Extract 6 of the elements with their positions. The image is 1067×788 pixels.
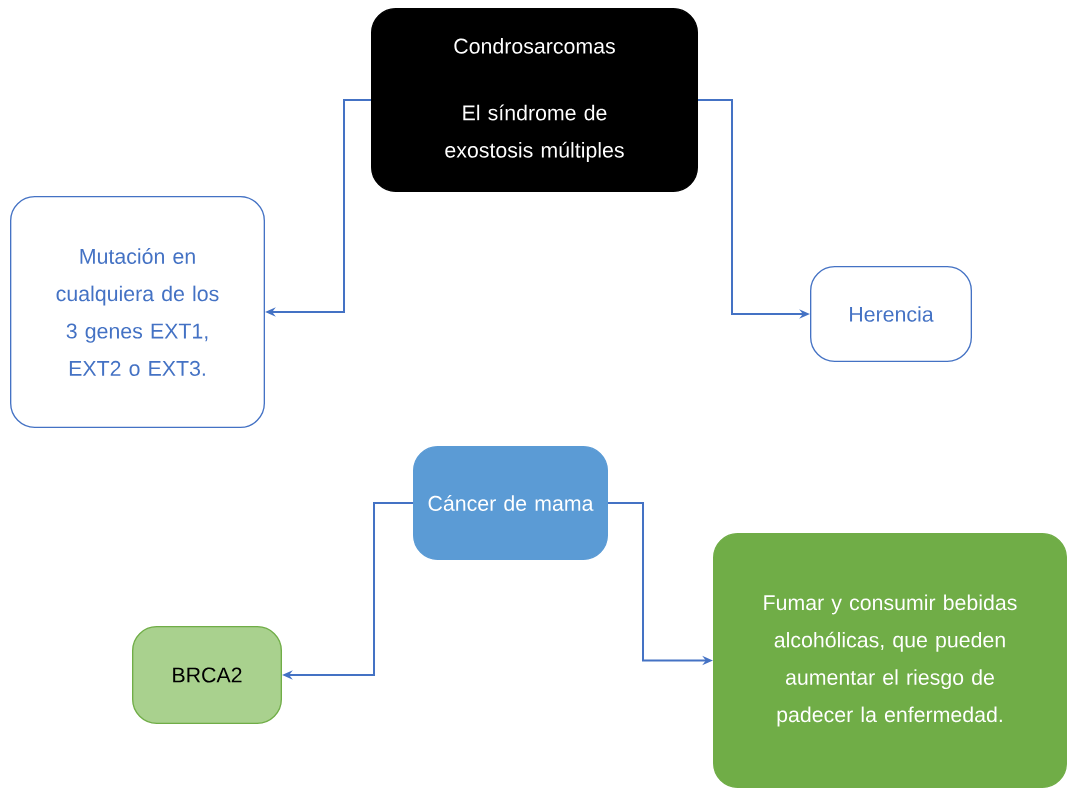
cause-box: Fumar y consumir bebidas alcohólicas, que pueden aumentar el riesgo de padecer la enfermedad.	[713, 533, 1067, 788]
cause-box: BRCA2	[132, 626, 282, 724]
title-box: Condrosarcomas El síndrome de exostosis múltiples	[371, 8, 698, 192]
title-box: Cáncer de mama	[413, 446, 608, 560]
cause-box: Herencia	[810, 266, 972, 362]
cause-box: Mutación en cualquiera de los 3 genes EXT1, EXT2 o EXT3.	[10, 196, 265, 428]
